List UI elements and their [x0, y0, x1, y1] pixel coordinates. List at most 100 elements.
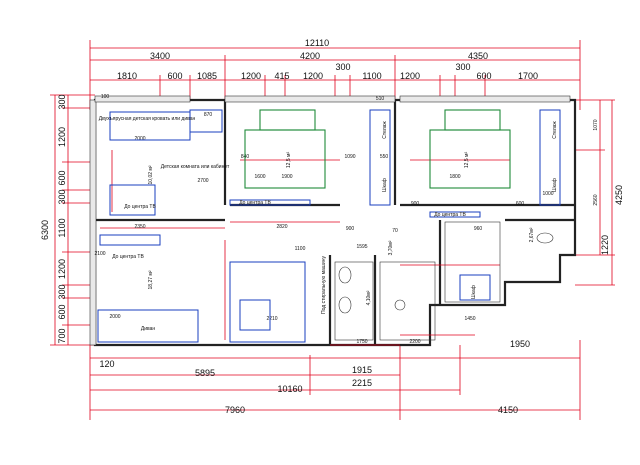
label-to-tv: До центра ТВ: [112, 254, 144, 260]
dim-interior: 900: [346, 226, 355, 232]
dim-top-small: 1810: [117, 71, 137, 81]
label-bedroom2-area: 12,5 м²: [464, 152, 470, 169]
dim-bottom: 1950: [510, 339, 530, 349]
dim-interior: 1450: [464, 316, 475, 322]
dim-top-small: 1100: [362, 71, 381, 81]
living-room: Диван До центра ТВ 18,27 м²: [97, 234, 306, 343]
dim-top-section: 4350: [468, 51, 488, 61]
dim-bottom: 1915: [352, 365, 372, 375]
label-wardrobe: Шкаф: [552, 178, 558, 192]
label-sofa: Диван: [141, 326, 156, 332]
bathroom-1: [334, 261, 374, 341]
dim-interior: 2000: [109, 314, 120, 320]
label-washer: Под стиральную машину: [321, 256, 327, 314]
bedroom-2: 12,5 м² До центра ТВ Стелаж Шкаф: [429, 109, 561, 218]
wardrobe: [539, 109, 561, 206]
dim-interior: 2100: [94, 251, 105, 257]
dim-left-part: 600: [57, 170, 67, 185]
label-wc-area: 2,67м²: [529, 227, 535, 242]
dim-top-small: 1700: [518, 71, 538, 81]
dim-interior: 2820: [276, 224, 287, 230]
label-kids-area: 10,02 м²: [148, 165, 154, 184]
wardrobe: [369, 109, 391, 206]
label-kids-room: Детская комната или кабинет: [161, 164, 230, 170]
dim-interior: 870: [204, 112, 213, 118]
dim-top-section: 3400: [150, 51, 170, 61]
dim-bottom: 2215: [352, 378, 372, 388]
bedroom-1: 12,5 м² До центра ТВ Стелаж Шкаф: [229, 109, 391, 206]
walls: [89, 95, 577, 347]
bathrooms: Под стиральную машину 3,70м² 4,10м² 2,67…: [321, 221, 554, 341]
toilet-icon: [536, 232, 554, 244]
dim-left-part: 300: [57, 284, 67, 299]
dim-right-total: 4250: [614, 185, 624, 205]
dim-interior: 2350: [134, 224, 145, 230]
headboard: [444, 109, 501, 131]
label-rack: Стелаж: [552, 121, 558, 139]
dim-left-part: 1200: [57, 259, 67, 279]
dim-interior: 1750: [356, 339, 367, 345]
dim-bottom: 120: [99, 359, 114, 369]
dim-bottom: 5895: [195, 368, 215, 378]
top-dimensions: 12110 3400 4200 4350 1810 600 1085 1200 …: [89, 38, 581, 110]
dim-left-part: 700: [57, 328, 67, 343]
label-to-tv: До центра ТВ: [239, 200, 271, 206]
dim-top-small: 1200: [303, 71, 323, 81]
dim-bottom: 4150: [498, 405, 518, 415]
tv-unit: [99, 234, 161, 246]
dim-interior: 510: [376, 96, 385, 102]
dim-interior: 1595: [356, 244, 367, 250]
kids-room: Двухъярусная детская кровать или диван Д…: [99, 109, 230, 216]
dim-left-part: 1200: [57, 127, 67, 147]
left-dimensions: 6300 300 1200 600 300 1100 1200 300 600 …: [40, 94, 95, 346]
dim-bottom: 7960: [225, 405, 245, 415]
label-bath-area: 4,10м²: [366, 290, 372, 305]
label-wardrobe: Шкаф: [382, 178, 388, 192]
dim-interior: 1090: [344, 154, 355, 160]
dim-left-part: 300: [57, 94, 67, 109]
dining-table: [239, 299, 271, 331]
label-wardrobe: Шкаф: [471, 285, 477, 299]
dim-bottom: 10160: [277, 384, 302, 394]
dim-interior: 100: [101, 94, 110, 100]
label-to-tv: До центра ТВ: [434, 212, 466, 218]
dim-interior: 960: [474, 226, 483, 232]
headboard: [259, 109, 316, 131]
right-dimensions: 4250 1070 2560 1220: [575, 99, 624, 286]
dim-left-part: 1100: [57, 218, 67, 237]
dim-interior: 2200: [409, 339, 420, 345]
tv-stand: [429, 211, 481, 218]
double-bed: [429, 129, 511, 189]
dim-right-part: 1070: [593, 119, 599, 130]
label-to-tv: До центра ТВ: [124, 204, 156, 210]
dim-right-part: 2560: [593, 194, 599, 205]
dim-interior: 1100: [295, 246, 306, 252]
dim-top-small: 1200: [241, 71, 261, 81]
label-bath-area: 3,70м²: [388, 240, 394, 255]
bathroom-2: [379, 261, 436, 341]
sofa: [97, 309, 199, 343]
dim-interior: 600: [516, 201, 525, 207]
dim-top-small: 600: [476, 71, 491, 81]
toilet-icon: [338, 266, 352, 284]
tv-stand: [229, 199, 311, 206]
dim-interior: 1000: [542, 191, 553, 197]
dim-interior: 1600: [254, 174, 265, 180]
dim-interior: 1900: [281, 174, 292, 180]
kitchen-counter: [229, 261, 306, 343]
dim-interior: 70: [392, 228, 398, 234]
wardrobe: [459, 274, 491, 301]
cabinet: [189, 109, 223, 133]
dim-top-small: 1200: [400, 71, 420, 81]
dim-interior: 550: [380, 154, 389, 160]
dim-interior: 2700: [197, 178, 208, 184]
dim-interior: 2210: [266, 316, 277, 322]
wc: [444, 221, 501, 303]
dim-interior: 1800: [449, 174, 460, 180]
dim-interior: 900: [411, 201, 420, 207]
dim-top-small: 415: [274, 71, 289, 81]
dim-top-section: 4200: [300, 51, 320, 61]
dim-top-small: 1085: [197, 71, 217, 81]
dim-left-part: 300: [57, 189, 67, 204]
